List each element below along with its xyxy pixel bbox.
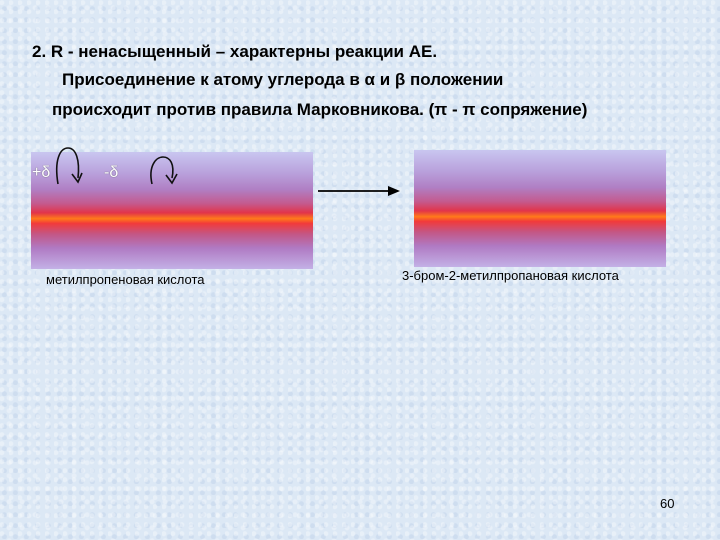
page-number: 60 xyxy=(660,496,675,511)
left-caption: метилпропеновая кислота xyxy=(46,272,205,287)
electron-shift-arrow-icon xyxy=(55,147,83,185)
slide-line-2: Присоединение к атому углерода в α и β п… xyxy=(62,70,504,89)
right-caption: 3-бром-2-метилпропановая кислота xyxy=(402,268,619,283)
slide-line-1: 2. R - ненасыщенный – характерны реакции… xyxy=(32,42,438,61)
slide-line-3: происходит против правила Марковникова. … xyxy=(52,100,588,119)
minus-delta-label: -δ xyxy=(104,164,119,181)
plus-delta-label: +δ xyxy=(32,164,51,181)
electron-shift-arrow-icon-2 xyxy=(150,156,178,185)
right-molecule-placeholder xyxy=(414,150,666,267)
reaction-arrow-icon xyxy=(318,186,400,196)
